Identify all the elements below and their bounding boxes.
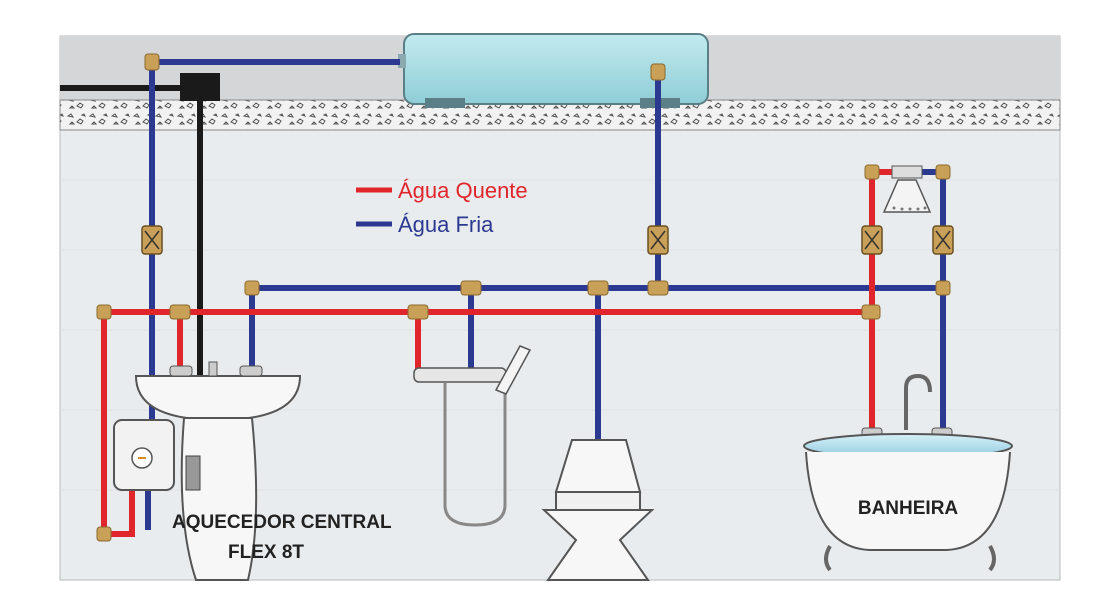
water-heater-icon — [113, 419, 201, 491]
heater-label-line1: AQUECEDOR CENTRAL — [172, 512, 392, 533]
toilet-icon — [541, 439, 655, 581]
legend-hot-label: Água Quente — [398, 178, 528, 203]
hand-shower-icon — [413, 345, 532, 527]
heater-label-line2: FLEX 8T — [228, 542, 304, 563]
valve-icon — [141, 225, 954, 255]
bathtub-label: BANHEIRA — [858, 498, 959, 519]
legend-cold-label: Água Fria — [398, 212, 494, 237]
bathtub-icon — [803, 373, 1013, 572]
legend: Água Quente Água Fria — [356, 178, 528, 237]
pipe-fittings — [96, 53, 951, 542]
shower-head-icon — [882, 165, 932, 213]
